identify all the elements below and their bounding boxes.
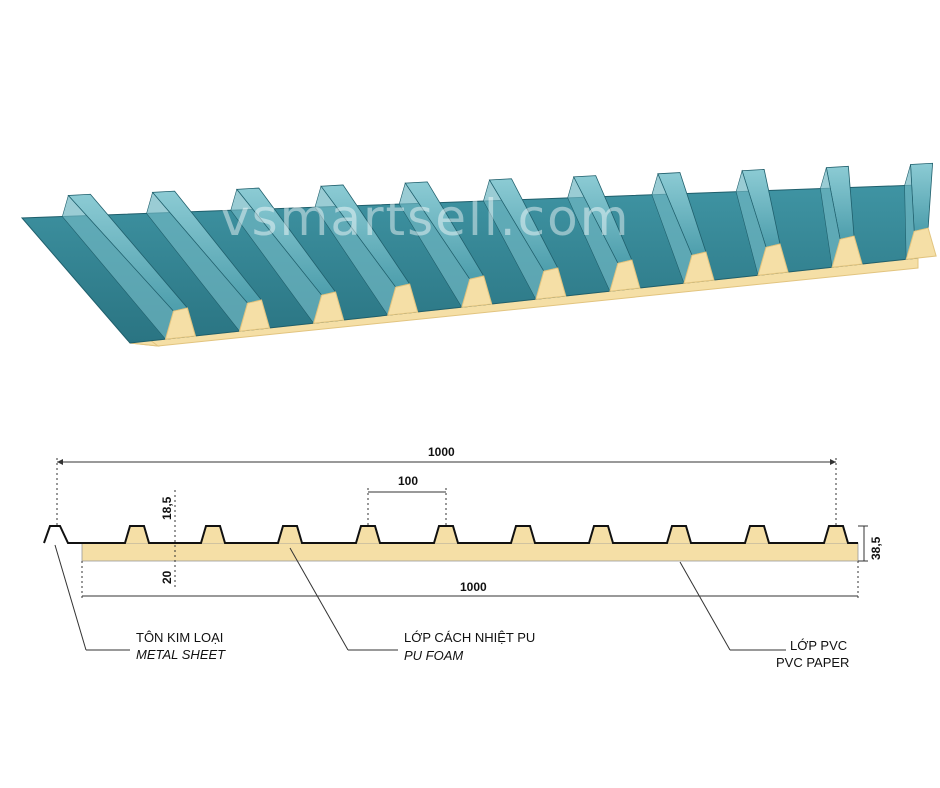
dim-total-width-bottom: 1000: [460, 580, 487, 594]
dim-foam-thickness: 20: [160, 570, 174, 584]
pu-foam-rib-profile: [461, 275, 493, 308]
watermark-text: vsmartsell.com: [220, 189, 630, 247]
section-foam-rib: [201, 526, 225, 543]
label-pvc-en: PVC PAPER: [776, 655, 849, 670]
pu-foam-rib-profile: [386, 283, 419, 316]
pu-foam-rib-profile: [238, 299, 271, 332]
label-metal-sheet-vi: TÔN KIM LOẠI: [136, 630, 223, 645]
section-metal-sheet: [43, 525, 858, 544]
arrowhead: [830, 459, 836, 465]
leader-pvc: [679, 561, 731, 651]
pu-foam-rib-profile: [757, 243, 789, 276]
section-foam-rib: [589, 526, 613, 543]
pu-foam-rib-profile: [683, 251, 715, 284]
label-pvc-vi: LỚP PVC: [790, 638, 847, 653]
dim-rib-height: 18,5: [160, 496, 174, 520]
section-foam-rib: [278, 526, 302, 543]
section-foam-rib: [125, 526, 149, 543]
pu-foam-rib-profile: [535, 267, 567, 300]
section-foam-rib: [667, 526, 691, 543]
leader-pu-foam: [289, 547, 349, 651]
section-foam-rib: [745, 526, 769, 543]
pu-foam-rib-profile: [609, 259, 641, 292]
pu-foam-rib-profile: [831, 235, 863, 268]
label-pu-foam-en: PU FOAM: [404, 648, 463, 663]
section-foam-rib: [824, 526, 848, 543]
section-foam-rib: [434, 526, 458, 543]
pu-foam-rib-profile: [312, 291, 345, 324]
dim-total-height: 38,5: [869, 536, 883, 560]
dim-rib-pitch: 100: [398, 474, 418, 488]
label-metal-sheet-en: METAL SHEET: [136, 647, 226, 662]
arrowhead: [57, 459, 63, 465]
pu-foam-rib-profile: [164, 307, 197, 340]
pu-foam-rib-profile: [905, 227, 937, 260]
label-pu-foam-vi: LỚP CÁCH NHIỆT PU: [404, 630, 535, 645]
dim-total-width-top: 1000: [428, 445, 455, 459]
roof-panel-3d-view: vsmartsell.com: [20, 162, 937, 347]
section-foam-layer: [81, 542, 859, 562]
section-foam-rib: [511, 526, 535, 543]
section-foam-rib: [356, 526, 380, 543]
leader-metal-sheet: [54, 544, 87, 651]
